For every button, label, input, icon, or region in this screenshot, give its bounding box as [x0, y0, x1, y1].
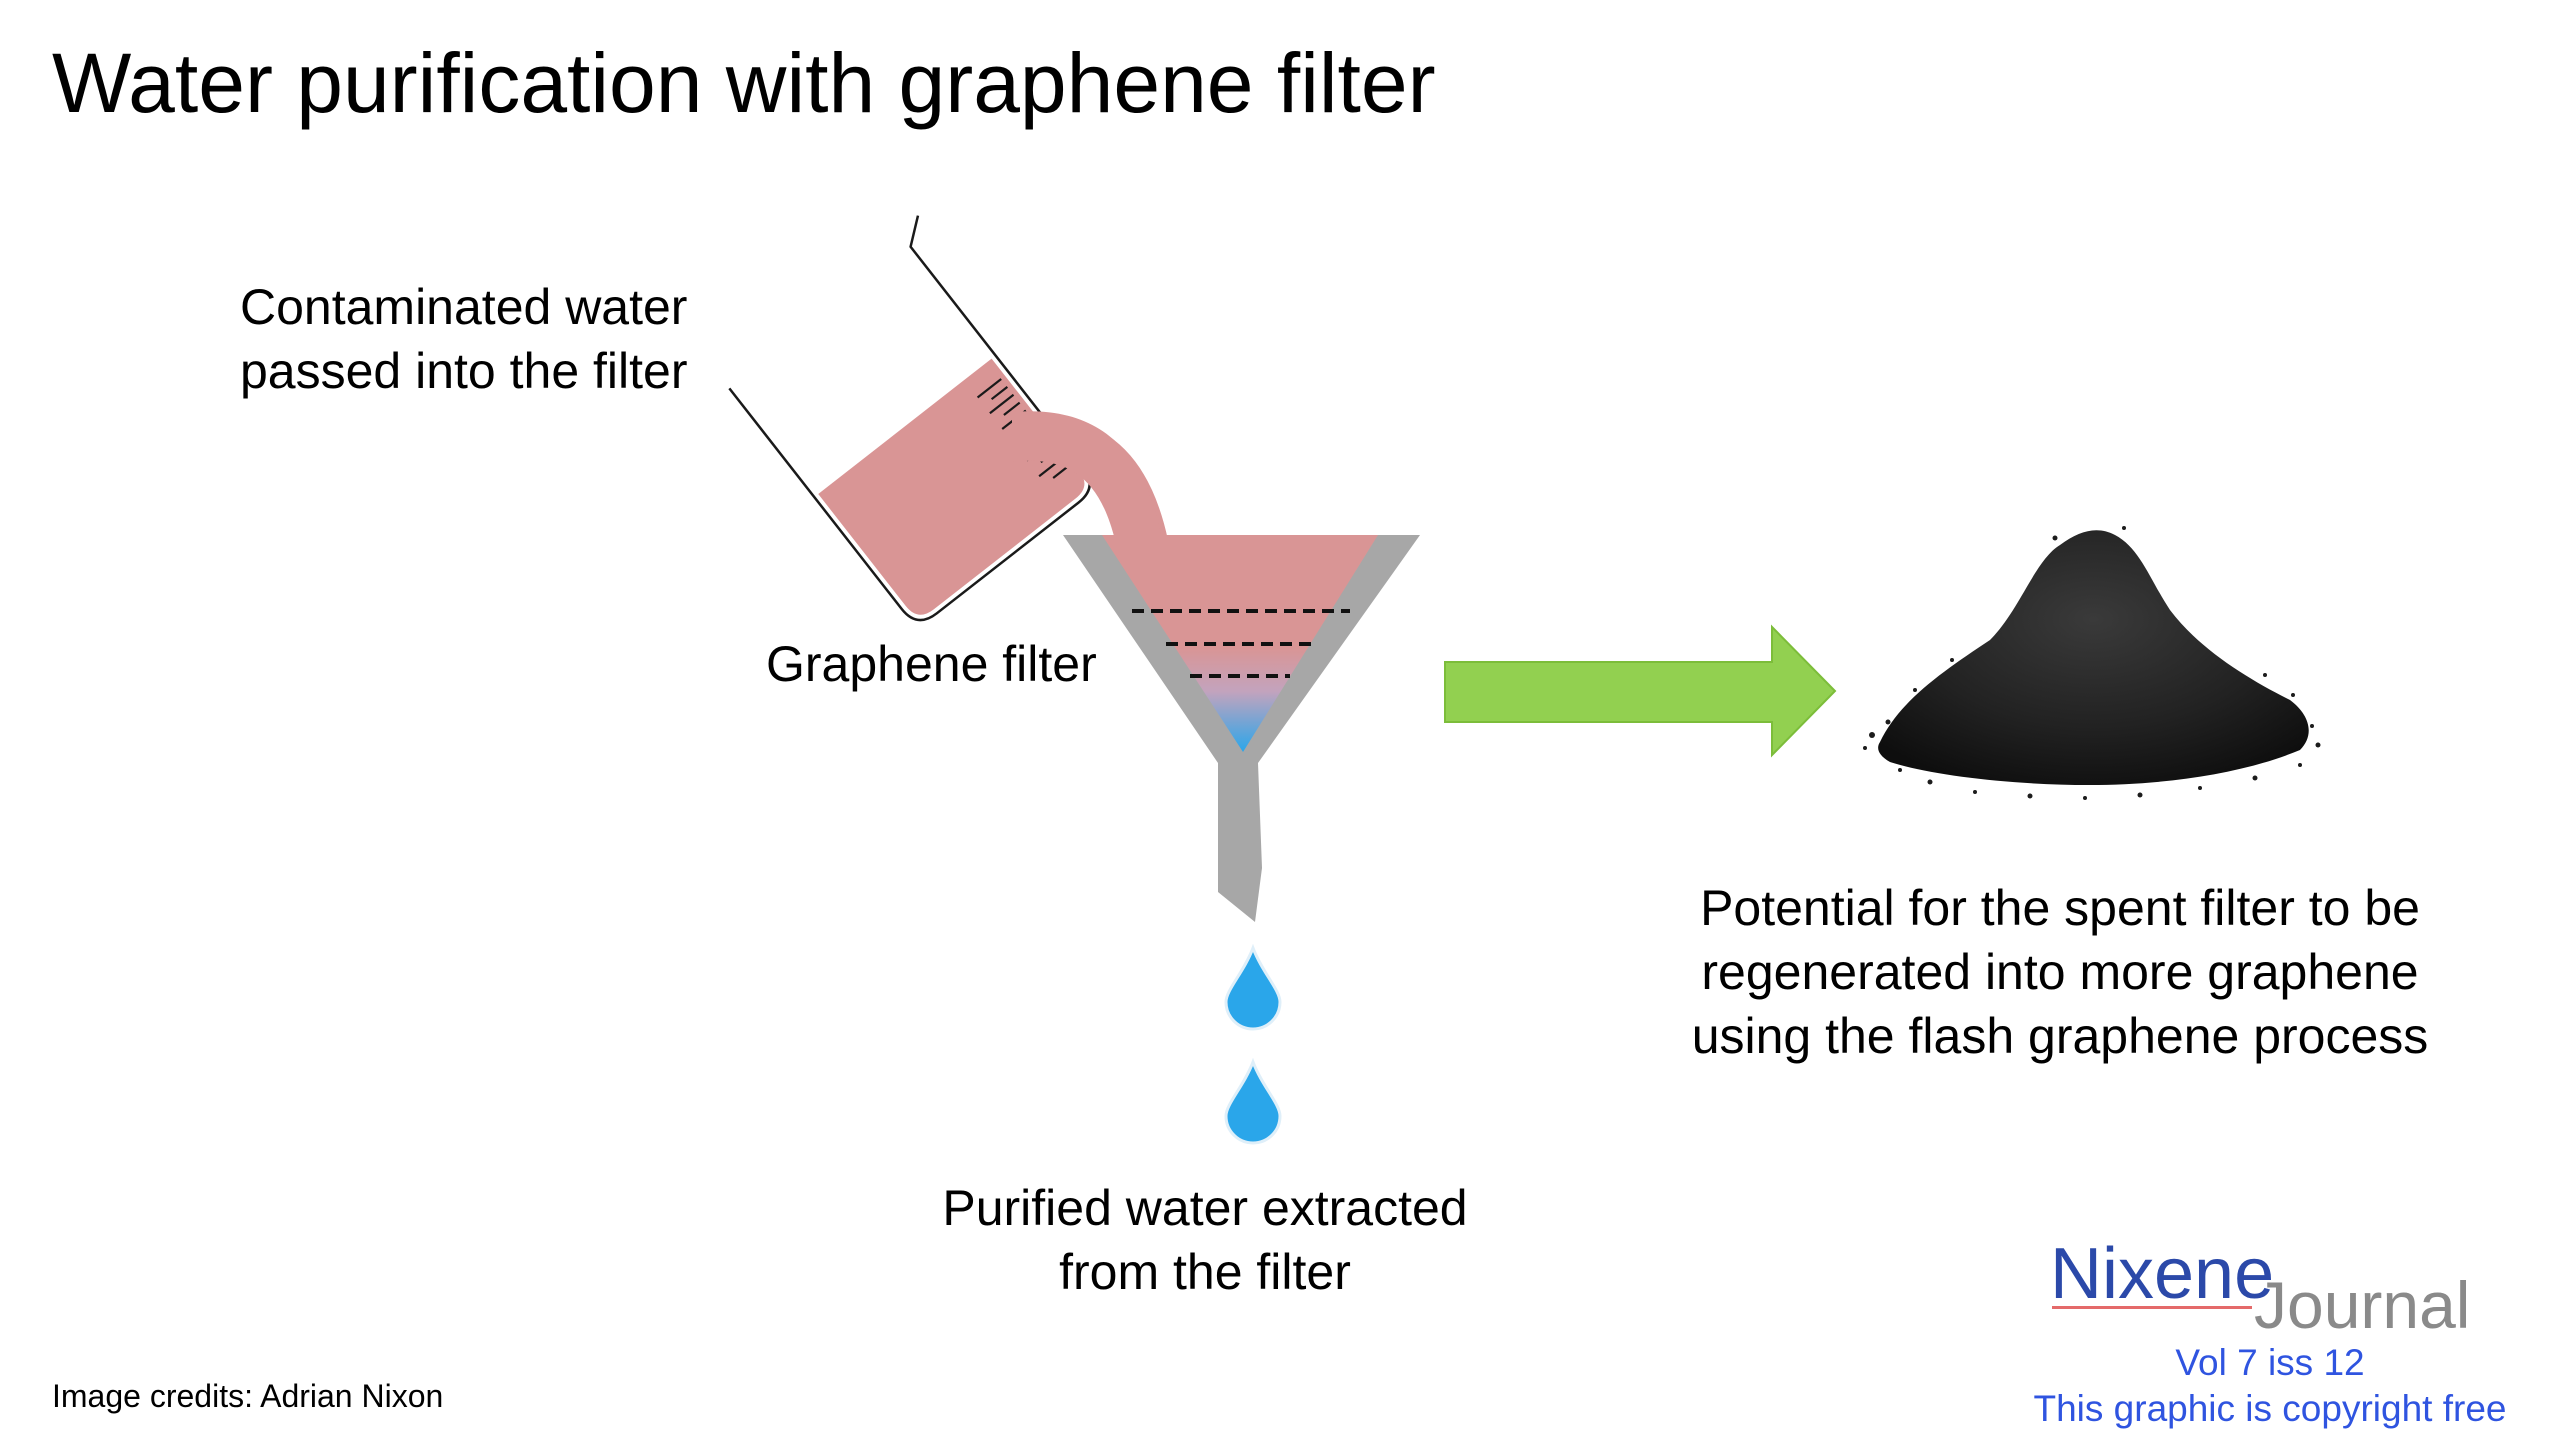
volume-issue: Vol 7 iss 12 [2175, 1342, 2365, 1383]
contaminated-water-label-line: passed into the filter [240, 343, 688, 399]
contaminated-water-label: Contaminated water passed into the filte… [240, 275, 688, 403]
copyright-notice: This graphic is copyright free [2033, 1388, 2507, 1429]
regeneration-label: Potential for the spent filter to be reg… [1640, 876, 2480, 1068]
purified-water-label-line: from the filter [1059, 1244, 1351, 1300]
arrow-right-icon [1444, 624, 1837, 758]
graphene-filter-layers [1132, 609, 1350, 678]
pouring-stream-body [1012, 411, 1162, 540]
regeneration-label-line: regenerated into more graphene [1701, 944, 2419, 1000]
water-drop-icon [1224, 1057, 1282, 1145]
regeneration-label-line: using the flash graphene process [1691, 1008, 2429, 1064]
water-drop-icon [1224, 943, 1282, 1031]
regeneration-label-line: Potential for the spent filter to be [1700, 880, 2420, 936]
graphene-powder-pile-icon [1863, 526, 2321, 800]
purified-water-label-line: Purified water extracted [942, 1180, 1468, 1236]
graphene-filter-label: Graphene filter [766, 636, 1097, 692]
funnel-water [1102, 535, 1378, 752]
nixene-logo-text: Nixene [2050, 1234, 2275, 1314]
powder-specks [1863, 526, 2321, 800]
purified-water-label: Purified water extracted from the filter [900, 1176, 1510, 1304]
powder-pile [1878, 530, 2309, 785]
image-credits: Image credits: Adrian Nixon [52, 1378, 444, 1414]
journal-logo-text: Journal [2254, 1268, 2471, 1342]
page-title: Water purification with graphene filter [52, 36, 1436, 130]
contaminated-water-label-line: Contaminated water [240, 279, 688, 335]
beaker-liquid [818, 358, 1085, 615]
nixene-logo-underline [2052, 1306, 2252, 1309]
funnel-icon [1063, 535, 1420, 922]
